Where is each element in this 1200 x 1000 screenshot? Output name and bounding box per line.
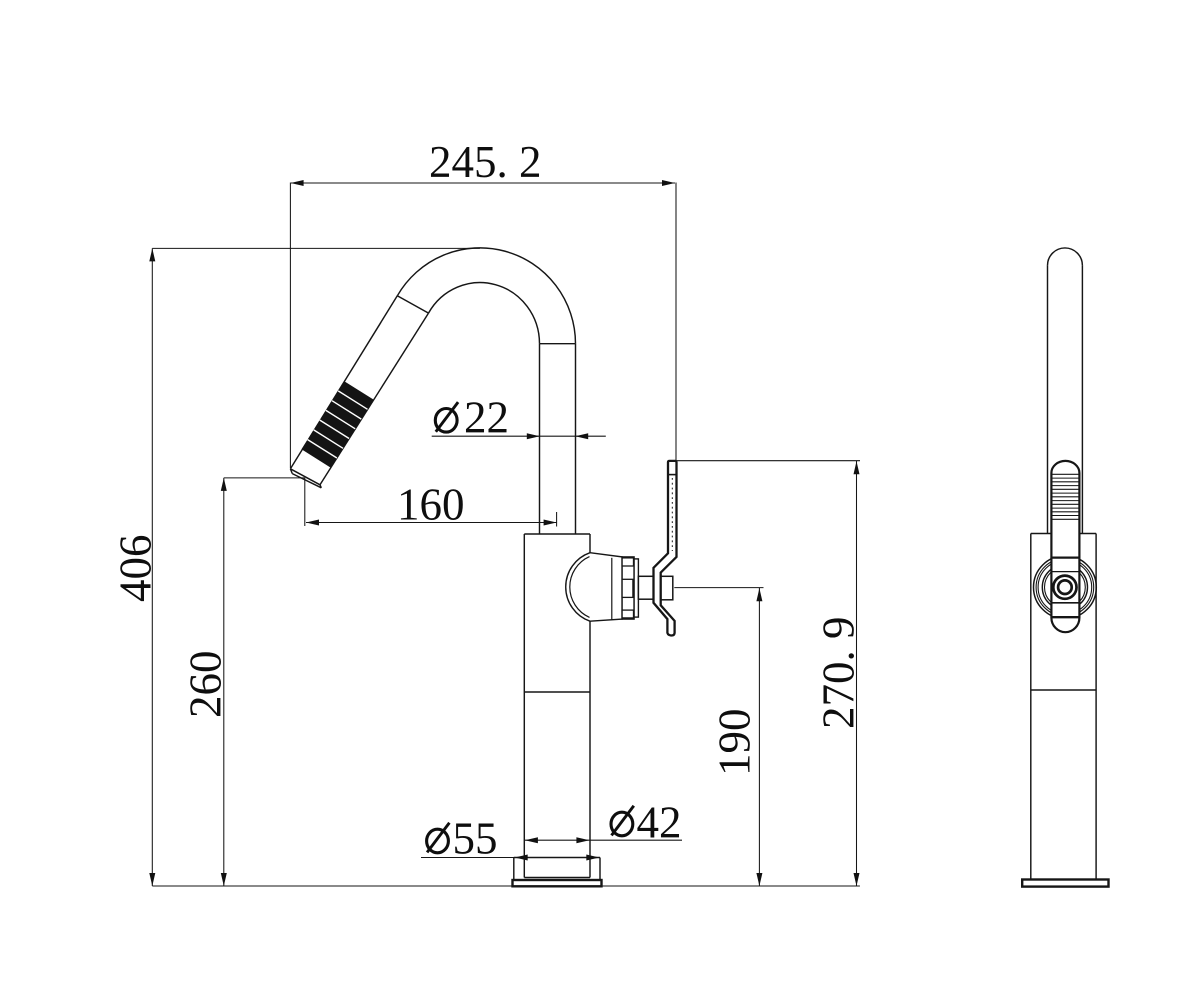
svg-text:160: 160: [397, 480, 465, 530]
svg-text:260: 260: [181, 651, 231, 719]
svg-text:55: 55: [453, 814, 498, 864]
svg-text:406: 406: [111, 535, 161, 603]
svg-text:270. 9: 270. 9: [814, 617, 864, 730]
svg-text:42: 42: [637, 797, 682, 847]
svg-text:22: 22: [464, 393, 509, 443]
svg-text:190: 190: [710, 709, 760, 777]
svg-text:245. 2: 245. 2: [429, 137, 542, 187]
